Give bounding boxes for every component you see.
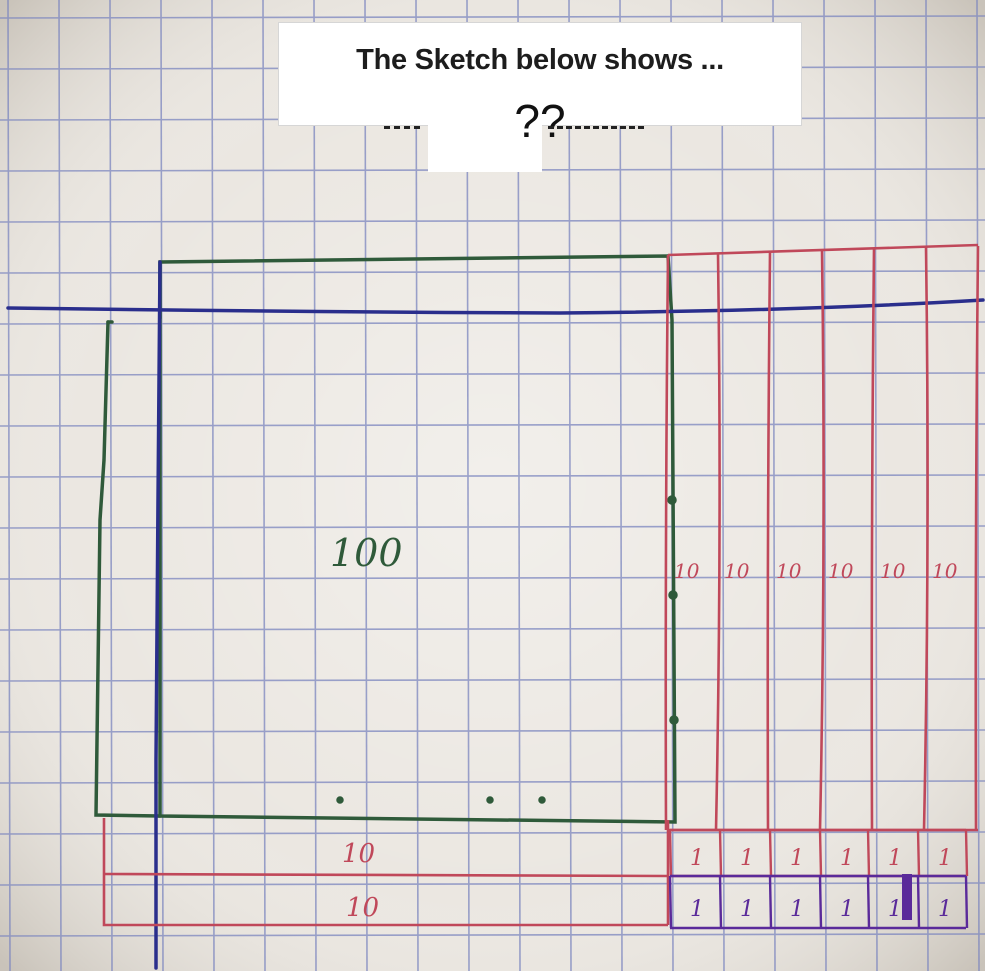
unit-square-label: 1	[888, 897, 902, 922]
unit-square-edge	[670, 830, 671, 876]
unit-square-label: 1	[888, 846, 902, 871]
side-strip-label: 10	[932, 559, 958, 583]
ink-blot	[902, 874, 912, 920]
unit-square-edge	[918, 830, 919, 876]
unit-square-edge	[720, 876, 721, 928]
unit-square-label: 1	[790, 897, 804, 922]
label-bottom-strip-1: 10	[342, 839, 375, 869]
unit-square-label: 1	[740, 846, 754, 871]
dash-right	[548, 126, 644, 132]
callout-question: ??	[278, 98, 802, 144]
unit-square-edge	[966, 876, 967, 928]
unit-square-edge	[770, 830, 771, 876]
callout-title: The Sketch below shows ...	[278, 44, 802, 77]
unit-square-edge	[820, 830, 821, 876]
label-bottom-strip-2: 10	[346, 893, 379, 923]
unit-square-label: 1	[790, 846, 804, 871]
side-strip-label: 10	[776, 559, 802, 583]
label-big-square: 100	[330, 531, 403, 575]
unit-square-label: 1	[740, 897, 754, 922]
unit-square-label: 1	[690, 897, 704, 922]
unit-square-edge	[720, 830, 721, 876]
unit-square-label: 1	[840, 897, 854, 922]
unit-square-edge	[966, 830, 967, 876]
unit-square-edge	[820, 876, 821, 928]
unit-square-edge	[868, 876, 869, 928]
side-strip-label: 10	[828, 559, 854, 583]
side-strip-label: 10	[880, 559, 906, 583]
unit-square-label: 1	[938, 897, 952, 922]
unit-square-label: 1	[840, 846, 854, 871]
unit-square-label: 1	[690, 846, 704, 871]
unit-square-edge	[770, 876, 771, 928]
unit-square-edge	[868, 830, 869, 876]
unit-square-label: 1	[938, 846, 952, 871]
unit-square-edge	[918, 876, 919, 928]
unit-square-edge	[670, 876, 671, 928]
side-strip-label: 10	[674, 559, 700, 583]
side-strip-label: 10	[724, 559, 750, 583]
